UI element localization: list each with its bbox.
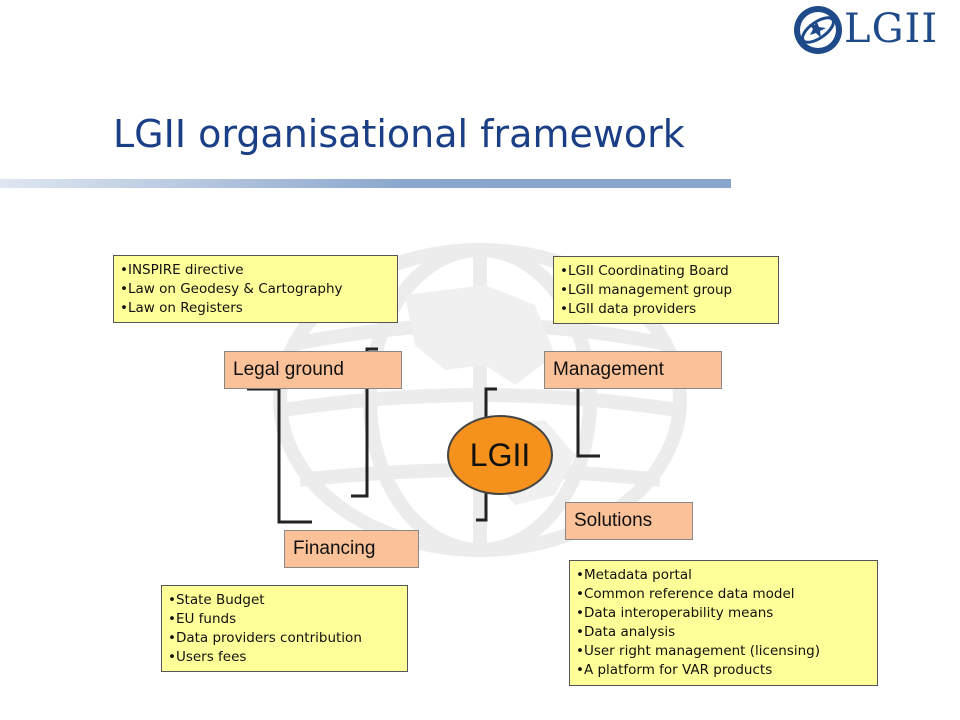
list-item: •A platform for VAR products (576, 662, 773, 678)
management-list: •LGII Coordinating Board •LGII managemen… (553, 256, 779, 324)
management-node: Management (544, 351, 722, 389)
solutions-list: •Metadata portal •Common reference data … (569, 560, 878, 686)
lgii-logo: LGII (790, 0, 960, 60)
title-divider (0, 179, 731, 188)
financing-list: •State Budget •EU funds •Data providers … (161, 585, 408, 672)
list-item: •INSPIRE directive (120, 262, 244, 278)
list-item: •LGII Coordinating Board (560, 263, 729, 279)
solutions-node: Solutions (565, 502, 693, 540)
financing-node: Financing (284, 530, 419, 568)
list-item: •User right management (licensing) (576, 643, 820, 659)
list-item: •Data providers contribution (168, 630, 362, 646)
list-item: •Data analysis (576, 624, 676, 640)
list-item: •LGII management group (560, 282, 733, 298)
list-item: •Law on Registers (120, 300, 243, 316)
list-item: •EU funds (168, 611, 237, 627)
logo-text: LGII (844, 6, 939, 52)
center-label: LGII (469, 436, 531, 473)
lgii-center-node: LGII (447, 415, 553, 495)
list-item: •Law on Geodesy & Cartography (120, 281, 343, 297)
globe-icon (794, 6, 842, 54)
list-item: •LGII data providers (560, 301, 697, 317)
list-item: •Common reference data model (576, 586, 795, 602)
list-item: •Data interoperability means (576, 605, 774, 621)
list-item: •State Budget (168, 592, 265, 608)
legal-ground-list: •INSPIRE directive •Law on Geodesy & Car… (113, 255, 398, 323)
list-item: •Metadata portal (576, 567, 692, 583)
list-item: •Users fees (168, 649, 247, 665)
page-title: LGII organisational framework (113, 112, 685, 156)
legal-ground-node: Legal ground (224, 351, 402, 389)
